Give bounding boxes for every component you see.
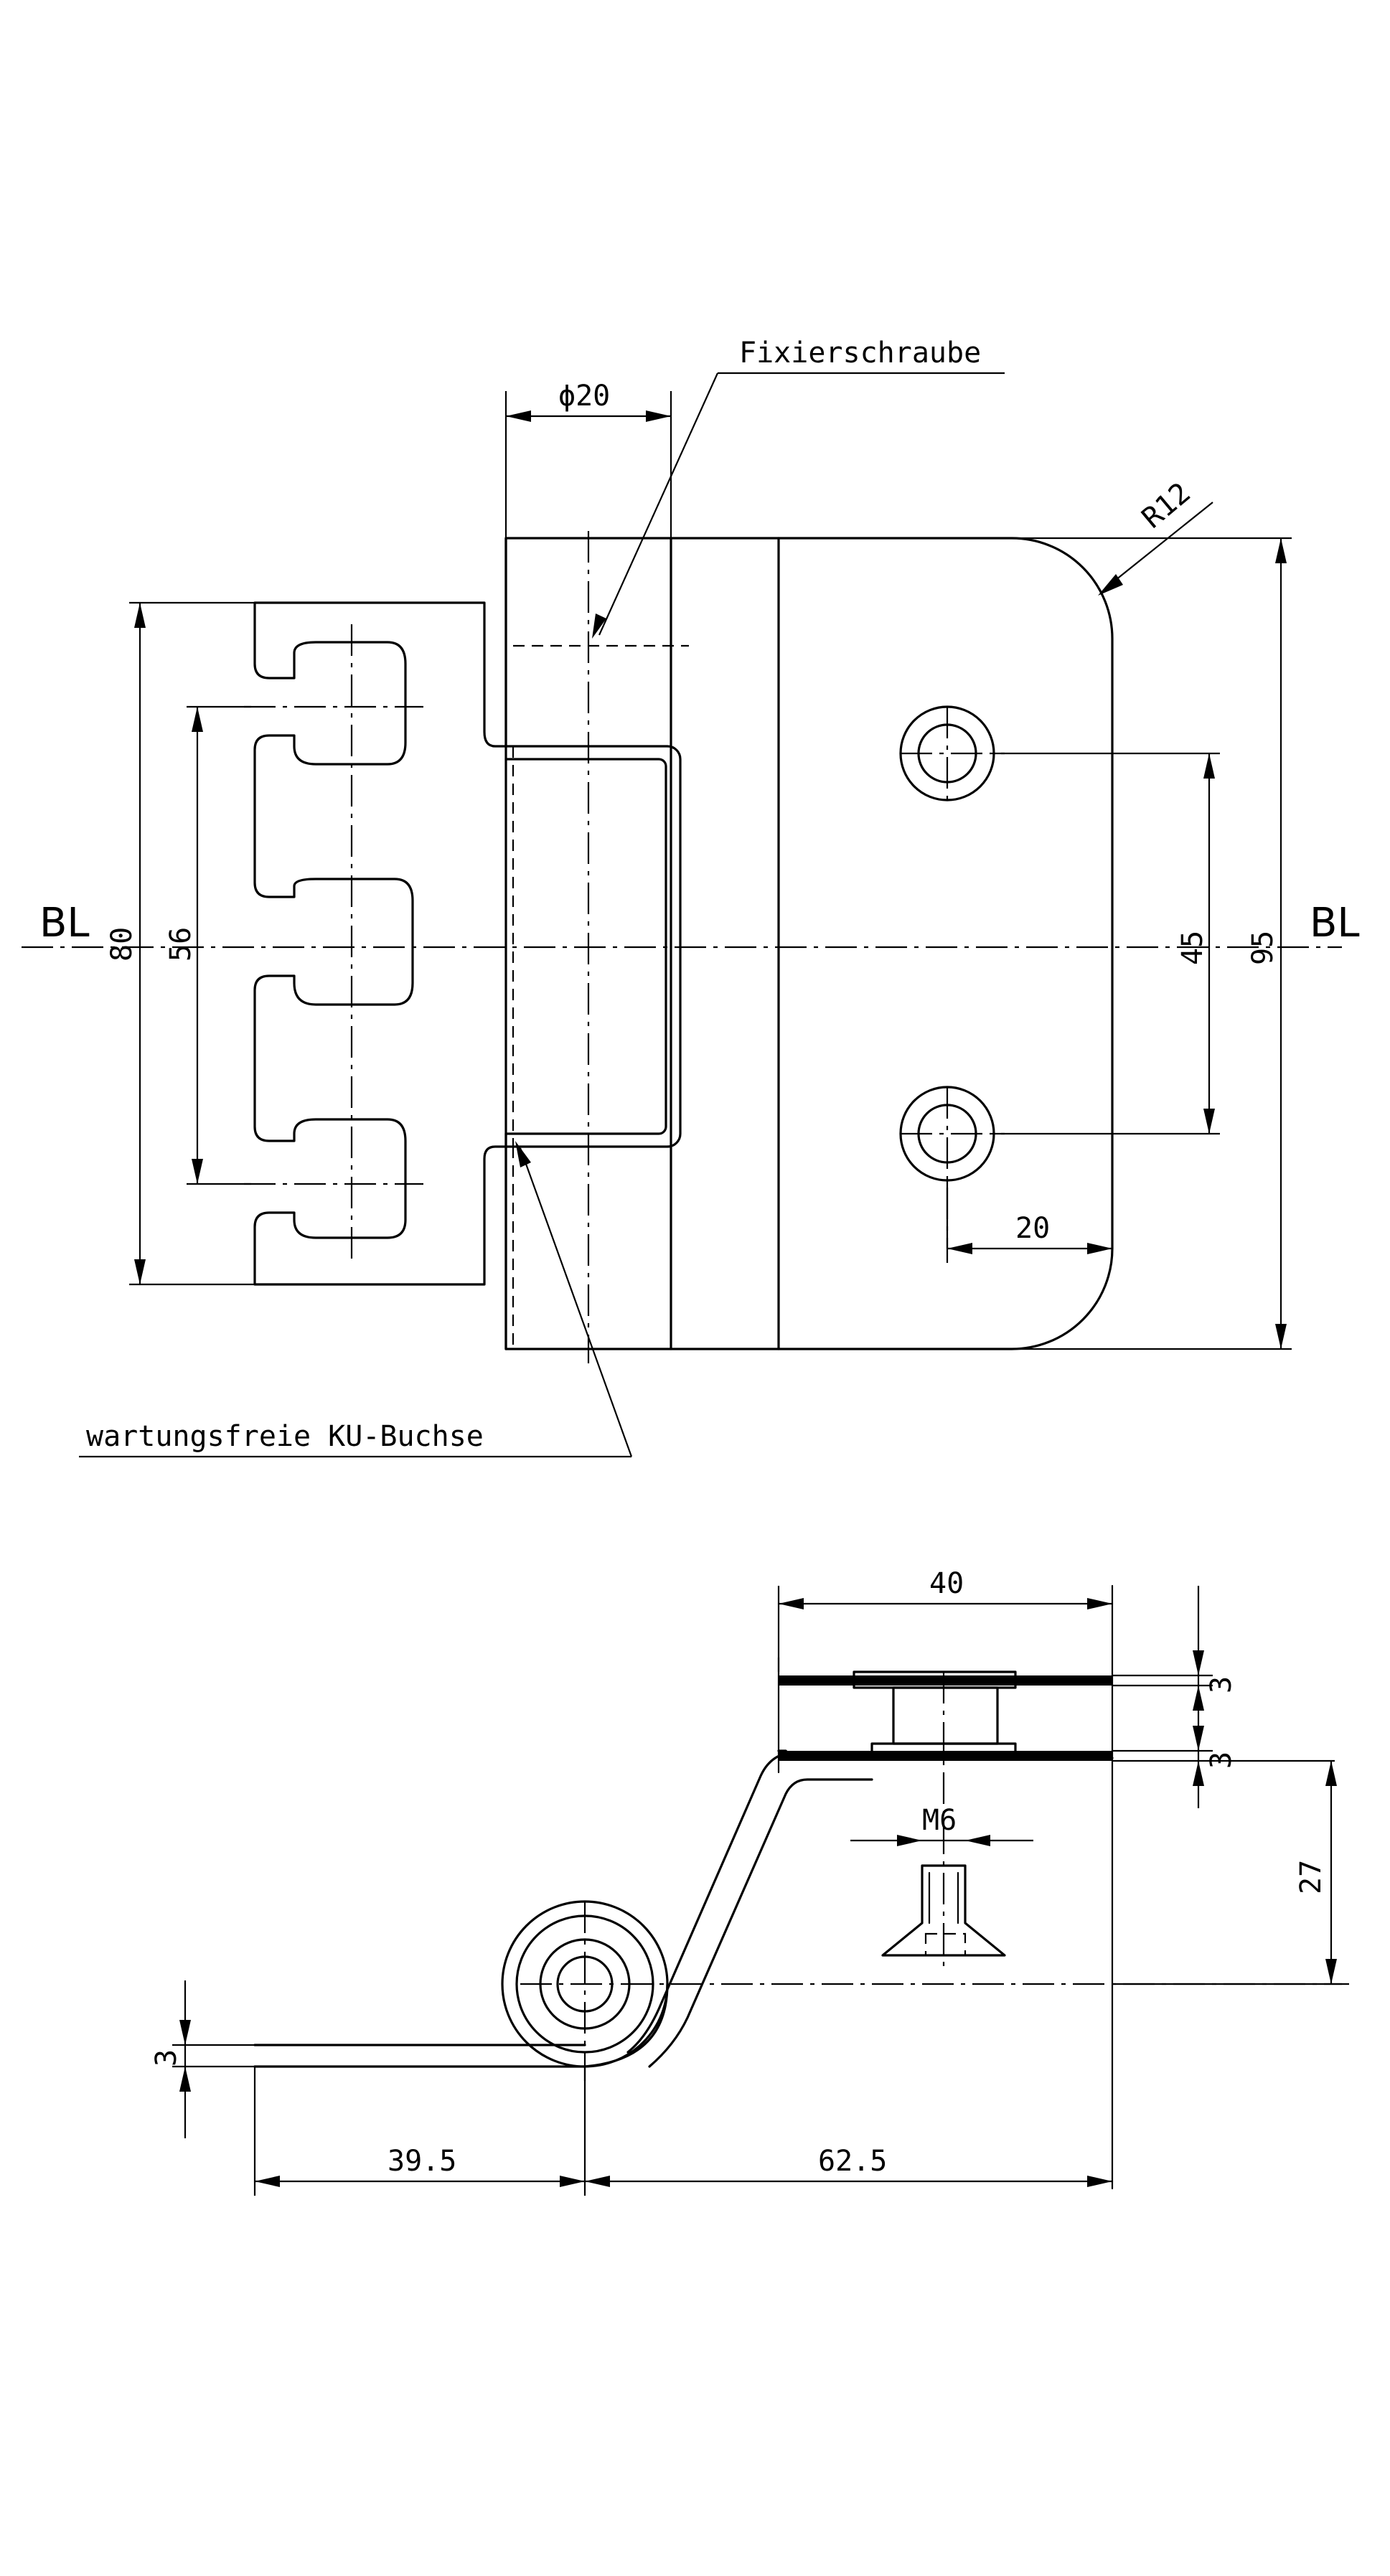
r12-arrow [1098, 574, 1123, 596]
dim40-arrow-l [779, 1598, 804, 1609]
dim80-arrow-t [134, 603, 146, 628]
dimm6-arrow-r [965, 1835, 990, 1846]
dim95-arrow-t [1275, 538, 1287, 563]
top-view: 40 3 3 27 M6 3 [150, 1567, 1349, 2196]
dim40-arrow-r [1087, 1598, 1112, 1609]
leaf-strap-outer [626, 1751, 873, 2054]
left-leaf-strap-top [253, 1983, 669, 2068]
dim3l-arrow-b [179, 2067, 191, 2092]
clamp-boss [892, 1686, 999, 1745]
right-leaf-outline [670, 537, 1114, 1350]
label-bl-left: BL [39, 900, 90, 946]
dim-95: 95 [1246, 931, 1279, 965]
dim20-arrow-r [1087, 1243, 1112, 1254]
dim625-arrow-l [585, 2176, 610, 2187]
dim-dia-arrow-r [646, 410, 671, 422]
dim56-arrow-b [192, 1159, 203, 1184]
label-ku-buchse: wartungsfreie KU-Buchse [86, 1420, 484, 1453]
dim3-arrow-2 [1193, 1686, 1204, 1711]
dim-dia-arrow-l [506, 410, 531, 422]
dim625-arrow-r [1087, 2176, 1112, 2187]
leaf-strap-inner [648, 1778, 873, 2068]
dim3l-arrow-t [179, 2020, 191, 2045]
label-fixierschraube: Fixierschraube [739, 337, 981, 370]
fixier-arrow [592, 614, 606, 639]
dim-m6: M6 [922, 1804, 957, 1837]
dim-3-left: 3 [150, 2049, 183, 2067]
screw-socket [924, 1932, 967, 1957]
dim-dia20: ϕ20 [558, 380, 610, 413]
dim395-arrow-l [255, 2176, 280, 2187]
dim20-arrow-l [947, 1243, 972, 1254]
dim27-arrow-b [1325, 1959, 1337, 1984]
ku-arrow [515, 1141, 531, 1167]
r12-leader [1104, 502, 1213, 589]
dim56-arrow-t [192, 707, 203, 732]
dim80-arrow-b [134, 1259, 146, 1284]
dim-80: 80 [105, 927, 138, 962]
dim-3-mid: 3 [1205, 1752, 1238, 1769]
dim395-arrow-r [560, 2176, 585, 2187]
dim3-arrow-4 [1193, 1761, 1204, 1786]
fixier-leader [598, 372, 719, 636]
dim3-arrow-1 [1193, 1650, 1204, 1675]
dim-27: 27 [1295, 1860, 1328, 1894]
dim45-arrow-b [1203, 1109, 1215, 1134]
ku-leader [519, 1147, 633, 1457]
dim-20: 20 [1015, 1212, 1050, 1245]
dim95-arrow-b [1275, 1324, 1287, 1349]
screw-m6 [881, 1864, 1006, 1957]
dim45-arrow-t [1203, 753, 1215, 779]
dim27-arrow-t [1325, 1761, 1337, 1786]
dim-r12: R12 [1136, 476, 1197, 535]
left-leaf-outline [253, 601, 507, 1286]
dim3-arrow-3 [1193, 1726, 1204, 1751]
label-bl-right: BL [1310, 900, 1360, 946]
dim-45: 45 [1176, 931, 1209, 965]
bent-leaf-outer [777, 1749, 1114, 1759]
dim-3-top: 3 [1205, 1676, 1238, 1693]
dim-39-5: 39.5 [388, 2145, 456, 2178]
dim-56: 56 [164, 927, 197, 962]
glass-plate-top [779, 1675, 1112, 1686]
dim-62-5: 62.5 [818, 2145, 887, 2178]
front-view: ϕ20 Fixierschraube R12 80 56 45 [22, 337, 1360, 1458]
dim-40: 40 [929, 1567, 964, 1600]
dimm6-arrow-l [897, 1835, 922, 1846]
